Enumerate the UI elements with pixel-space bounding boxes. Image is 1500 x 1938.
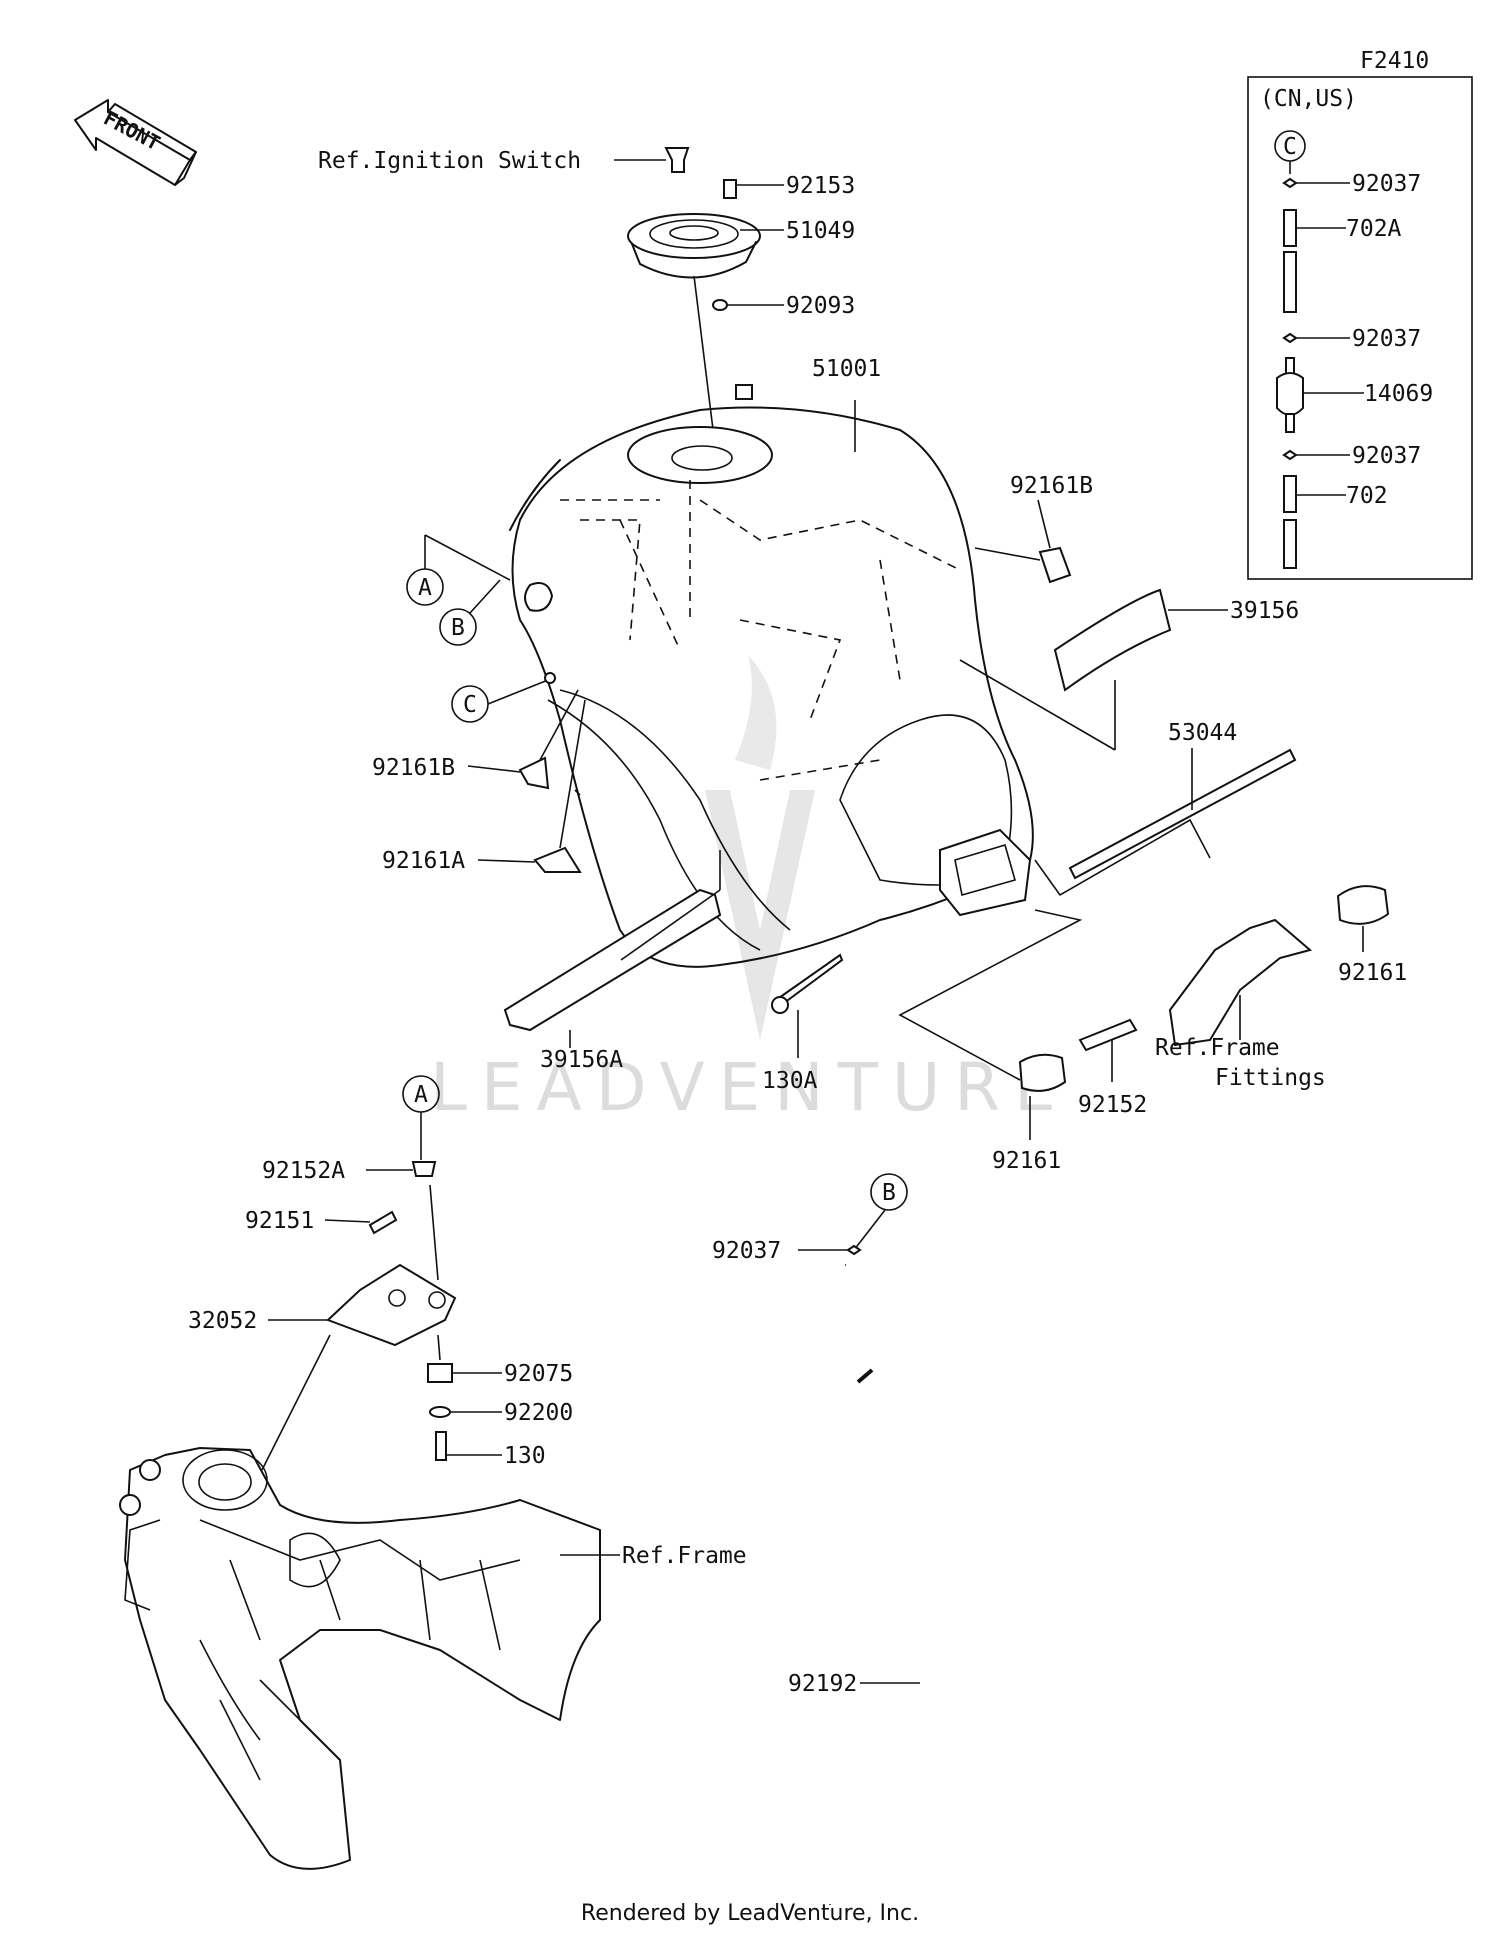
part-92037-hose: 92037	[712, 1238, 781, 1264]
part-39156: 39156	[1230, 598, 1299, 624]
callout-b-tank: B	[451, 615, 465, 641]
box-part-702: 702	[1346, 483, 1388, 509]
part-92192: 92192	[788, 1671, 857, 1697]
part-53044: 53044	[1168, 720, 1237, 746]
part-39156a: 39156A	[540, 1047, 623, 1073]
part-92161b-right: 92161B	[1010, 473, 1093, 499]
watermark-text: LEADVENTURE	[430, 1049, 1070, 1126]
ref-frame: Ref.Frame	[622, 1543, 747, 1569]
watermark: LEADVENTURE	[430, 655, 1070, 1126]
rear-mount-parts: 92161 Ref.Frame Fittings 92152 92161	[898, 818, 1407, 1174]
part-92161-center: 92161	[992, 1148, 1061, 1174]
part-130a: 130A	[762, 1068, 818, 1094]
part-92161b-left: 92161B	[372, 755, 455, 781]
part-51049: 51049	[786, 218, 855, 244]
box-part-702a: 702A	[1346, 216, 1402, 242]
part-51001: 51001	[812, 356, 881, 382]
ref-frame-fittings-line1: Ref.Frame	[1155, 1035, 1280, 1061]
fuel-tank: 51001	[509, 356, 1034, 968]
part-32052: 32052	[188, 1308, 257, 1334]
ref-frame-fittings-line2: Fittings	[1215, 1065, 1326, 1091]
rubber-strip-53044: 53044	[1068, 720, 1297, 880]
callout-a-tank: A	[418, 575, 432, 601]
breather-hose: B 92037 92192	[712, 1173, 1012, 1916]
part-92161a: 92161A	[382, 848, 465, 874]
fuel-cap-assembly: Ref.Ignition Switch 92153 51049 92093	[318, 147, 855, 471]
variant-box: (CN,US) C 92037 702A 92037 14069 92037 7…	[1247, 76, 1473, 580]
callout-b-hose: B	[882, 1180, 896, 1206]
tank-pads-right: 92161B 39156	[959, 473, 1299, 751]
footer-credit: Rendered by LeadVenture, Inc.	[581, 1901, 919, 1926]
rubber-strip-39156a: 39156A	[503, 850, 722, 1073]
part-92200: 92200	[504, 1400, 573, 1426]
variant-box-title: (CN,US)	[1260, 86, 1357, 112]
box-part-92037-3: 92037	[1352, 443, 1421, 469]
front-arrow-icon: FRONT	[74, 99, 197, 186]
callout-a-mount: A	[414, 1082, 428, 1108]
part-92161-right: 92161	[1338, 960, 1407, 986]
frame: Ref.Frame	[119, 1447, 747, 1870]
bolt-130a: 130A	[762, 953, 844, 1094]
part-92153: 92153	[786, 173, 855, 199]
part-92152a: 92152A	[262, 1158, 345, 1184]
front-mount-parts: A 92152A 92151 32052 92075 92200 130	[188, 1075, 573, 1471]
box-part-92037-2: 92037	[1352, 326, 1421, 352]
part-92152: 92152	[1078, 1092, 1147, 1118]
tank-callouts: A B C	[406, 534, 556, 723]
part-92075: 92075	[504, 1361, 573, 1387]
diagram-code: F2410	[1360, 48, 1429, 74]
part-92093: 92093	[786, 293, 855, 319]
tank-pads-left: 92161B 92161A	[372, 689, 586, 874]
part-130: 130	[504, 1443, 546, 1469]
box-part-14069: 14069	[1364, 381, 1433, 407]
box-part-92037-1: 92037	[1352, 171, 1421, 197]
part-92151: 92151	[245, 1208, 314, 1234]
callout-c-box: C	[1283, 134, 1297, 160]
ref-ignition-switch: Ref.Ignition Switch	[318, 148, 581, 174]
callout-c-tank: C	[463, 692, 477, 718]
